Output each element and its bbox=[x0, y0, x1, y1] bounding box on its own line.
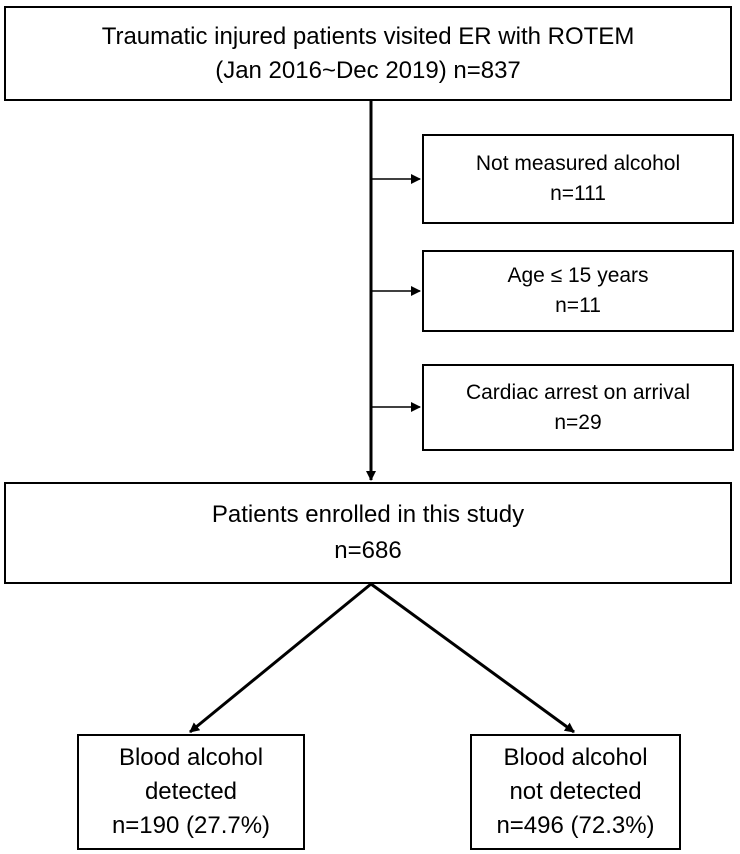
group-count: n=496 (72.3%) bbox=[496, 812, 655, 839]
exclusion-label: Age ≤ 15 years bbox=[507, 264, 649, 287]
initial-population-count: (Jan 2016~Dec 2019) n=837 bbox=[215, 56, 521, 84]
group-label-line1: Blood alcohol bbox=[503, 744, 648, 771]
exclusion-count: n=11 bbox=[555, 294, 601, 317]
group-label-line1: Blood alcohol bbox=[118, 744, 264, 771]
group-box-alcohol-detected: Blood alcohol detected n=190 (27.7%) bbox=[77, 734, 305, 850]
split-arrow-right bbox=[370, 582, 575, 734]
initial-population-box: Traumatic injured patients visited ER wi… bbox=[4, 6, 732, 101]
exclusion-count: n=29 bbox=[554, 410, 602, 434]
initial-population-title: Traumatic injured patients visited ER wi… bbox=[101, 22, 635, 50]
exclusion-box-age: Age ≤ 15 years n=11 bbox=[422, 250, 734, 332]
split-arrow-left bbox=[189, 582, 372, 734]
enrolled-title: Patients enrolled in this study bbox=[211, 501, 525, 528]
group-box-alcohol-not-detected: Blood alcohol not detected n=496 (72.3%) bbox=[470, 734, 681, 850]
enrolled-box: Patients enrolled in this study n=686 bbox=[4, 482, 732, 584]
exclusion-label: Cardiac arrest on arrival bbox=[465, 380, 691, 404]
exclusion-box-cardiac-arrest: Cardiac arrest on arrival n=29 bbox=[422, 364, 734, 451]
enrolled-count: n=686 bbox=[334, 537, 402, 564]
group-label-line2: detected bbox=[144, 778, 238, 805]
group-count: n=190 (27.7%) bbox=[111, 812, 271, 839]
group-label-line2: not detected bbox=[509, 778, 642, 805]
exclusion-label: Not measured alcohol bbox=[475, 152, 681, 175]
exclusion-box-not-measured: Not measured alcohol n=111 bbox=[422, 134, 734, 224]
exclusion-count: n=111 bbox=[550, 182, 606, 205]
